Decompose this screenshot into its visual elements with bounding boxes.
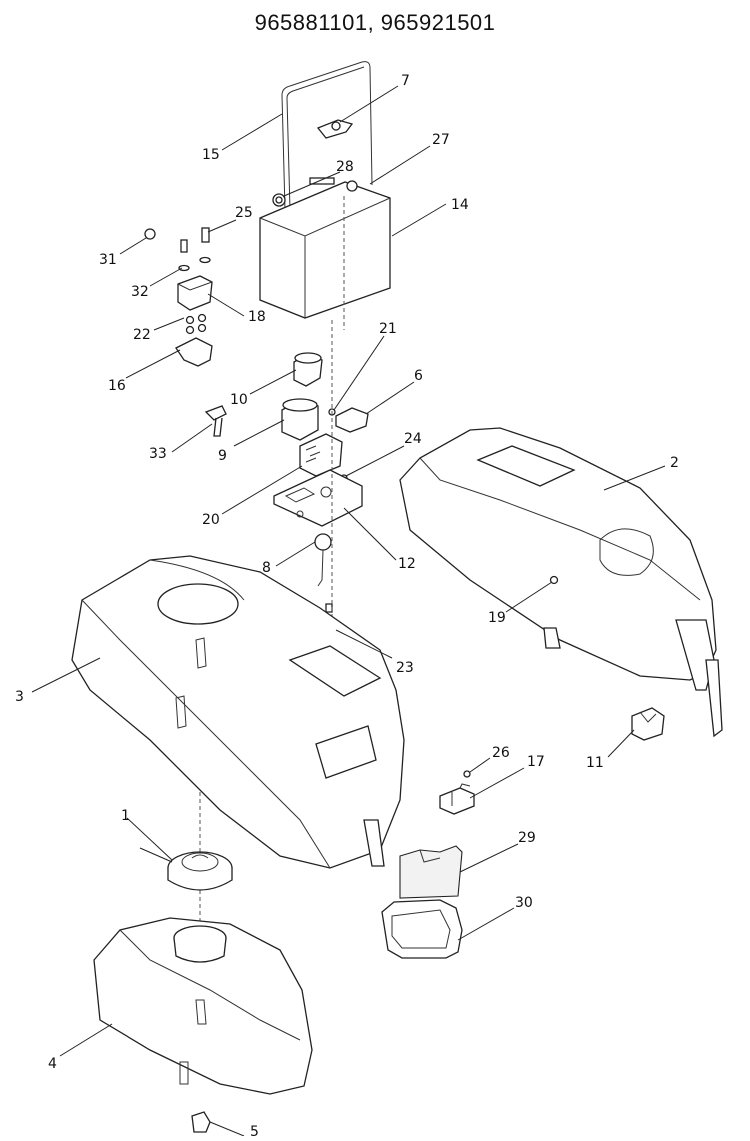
- switch-assembly: [204, 352, 369, 482]
- fuel-tank: [93, 917, 313, 1095]
- callout-33: 33: [149, 446, 167, 462]
- callout-22: 22: [133, 327, 151, 343]
- diagram-title: 965881101, 965921501: [254, 10, 496, 35]
- callout-17: 17: [527, 754, 545, 770]
- callout-1: 1: [121, 808, 130, 824]
- grommet-19: [549, 575, 559, 585]
- callout-18: 18: [248, 309, 266, 325]
- callout-8: 8: [262, 560, 271, 576]
- callout-10: 10: [230, 392, 248, 408]
- callout-23: 23: [396, 660, 414, 676]
- callouts: 1 2 3 4 5 6 7 8 9 10 11 12: [15, 73, 679, 1140]
- control-plate: [273, 469, 363, 527]
- connector-17: [439, 770, 475, 815]
- frame-30: [381, 899, 463, 959]
- callout-21: 21: [379, 321, 397, 337]
- callout-27: 27: [432, 132, 450, 148]
- nut-31: [144, 228, 156, 240]
- callout-24: 24: [404, 431, 422, 447]
- solenoid-hardware: [144, 227, 213, 367]
- battery: [259, 177, 391, 319]
- callout-19: 19: [488, 610, 506, 626]
- cover-29: [399, 845, 463, 899]
- callout-11: 11: [586, 755, 604, 771]
- callout-4: 4: [48, 1056, 57, 1072]
- switch-20: [299, 433, 343, 477]
- callout-14: 14: [451, 197, 469, 213]
- callout-25: 25: [235, 205, 253, 221]
- callout-7: 7: [401, 73, 410, 89]
- battery-hold-down-rod: [281, 61, 373, 211]
- bolt-32: [180, 239, 188, 253]
- throttle-lever: [314, 533, 333, 613]
- callout-29: 29: [518, 830, 536, 846]
- fuel-cap: [167, 851, 233, 891]
- callout-3: 3: [15, 689, 24, 705]
- callout-6: 6: [414, 368, 423, 384]
- callout-12: 12: [398, 556, 416, 572]
- solenoid-18: [177, 275, 213, 311]
- callout-20: 20: [202, 512, 220, 528]
- callout-5: 5: [250, 1124, 259, 1136]
- switch-11: [631, 707, 665, 741]
- callout-9: 9: [218, 448, 227, 464]
- fuel-fitting-5: [191, 1111, 211, 1133]
- battery-clamp: [316, 119, 354, 139]
- bolt-25: [201, 227, 210, 243]
- callout-15: 15: [202, 147, 220, 163]
- callout-32: 32: [131, 284, 149, 300]
- callout-2: 2: [670, 455, 679, 471]
- rear-hood: [399, 427, 723, 738]
- front-body: [71, 555, 405, 869]
- callout-16: 16: [108, 378, 126, 394]
- ignition-key-33: [204, 405, 227, 437]
- callout-26: 26: [492, 745, 510, 761]
- nut-26: [463, 770, 471, 778]
- callout-30: 30: [515, 895, 533, 911]
- callout-28: 28: [336, 159, 354, 175]
- callout-31: 31: [99, 252, 117, 268]
- switch-6: [335, 407, 369, 433]
- nut-22: [185, 315, 195, 325]
- bracket-16: [175, 337, 213, 367]
